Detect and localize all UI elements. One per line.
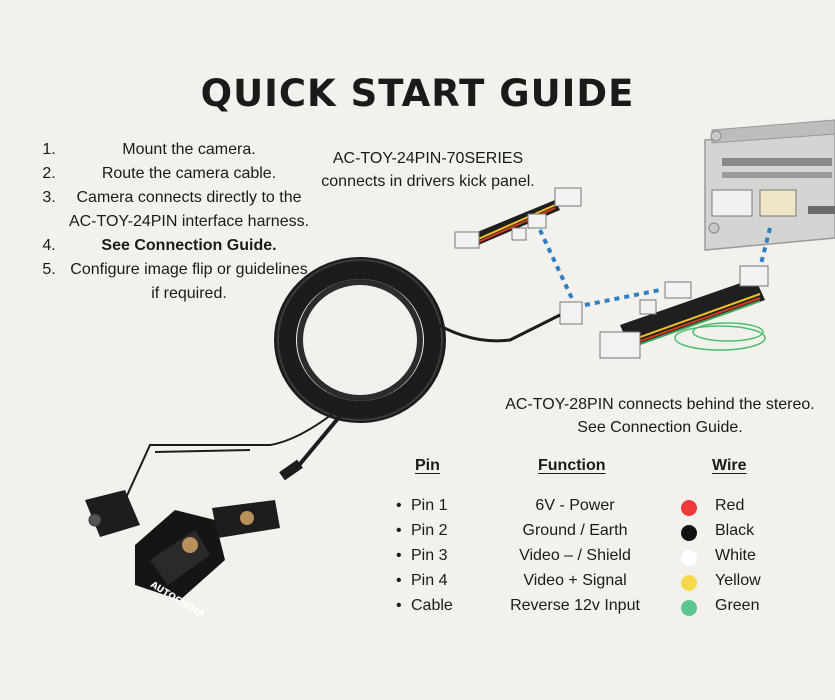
step-item: 3. Camera connects directly to the AC-TO… bbox=[30, 186, 310, 234]
wire-color-dot bbox=[681, 575, 697, 591]
step-number: 5. bbox=[42, 261, 56, 278]
function-cell: Reverse 12v Input bbox=[510, 597, 640, 614]
step-item: 2. Route the camera cable. bbox=[30, 162, 310, 186]
step-number: 1. bbox=[42, 141, 56, 158]
step-number: 3. bbox=[42, 189, 56, 206]
step-item: 1. Mount the camera. bbox=[30, 138, 310, 162]
function-cell: Video – / Shield bbox=[519, 547, 631, 564]
wire-cell: Green bbox=[715, 597, 760, 614]
table-header-pin: Pin bbox=[415, 457, 440, 474]
wire-cell: Black bbox=[715, 522, 755, 539]
table-row: • Pin 3 Video – / Shield White bbox=[390, 547, 810, 572]
harness-28pin-label: AC-TOY-28PIN connects behind the stereo.… bbox=[505, 396, 815, 436]
pin-cell: Pin 2 bbox=[411, 522, 448, 539]
wire-cell: Red bbox=[715, 497, 745, 514]
function-cell: Ground / Earth bbox=[522, 522, 628, 539]
camera-illustration: AUTOCHIMP bbox=[85, 490, 280, 621]
step-text: See Connection Guide. bbox=[101, 237, 277, 254]
step-number: 4. bbox=[42, 237, 56, 254]
pin-cell: Pin 3 bbox=[411, 547, 448, 564]
step-item: 5. Configure image flip or guidelines if… bbox=[30, 258, 310, 306]
wire-color-dot bbox=[681, 550, 697, 566]
table-row: • Pin 2 Ground / Earth Black bbox=[390, 522, 810, 547]
camera-cable-coil bbox=[124, 257, 561, 501]
stereo-unit-illustration bbox=[704, 119, 835, 251]
wire-color-dot bbox=[681, 500, 697, 516]
pin-cell: Cable bbox=[411, 597, 453, 614]
bullet-icon: • bbox=[396, 497, 402, 514]
step-item: 4. See Connection Guide. bbox=[30, 234, 310, 258]
wire-cell: White bbox=[715, 547, 756, 564]
function-cell: 6V - Power bbox=[535, 497, 615, 514]
table-header-wire: Wire bbox=[712, 457, 747, 474]
step-text: Route the camera cable. bbox=[101, 165, 277, 182]
harness-24pin-label: AC-TOY-24PIN-70SERIES connects in driver… bbox=[321, 150, 535, 190]
steps-list: 1. Mount the camera. 2. Route the camera… bbox=[30, 138, 310, 306]
harness-28pin-illustration bbox=[599, 265, 769, 359]
table-row: • Cable Reverse 12v Input Green bbox=[390, 597, 810, 622]
wire-color-dot bbox=[681, 525, 697, 541]
pin-cell: Pin 1 bbox=[411, 497, 448, 514]
table-header-function: Function bbox=[538, 457, 606, 474]
step-text: Mount the camera. bbox=[122, 141, 256, 158]
pin-cell: Pin 4 bbox=[411, 572, 448, 589]
harness-24pin-illustration bbox=[454, 187, 583, 325]
bullet-icon: • bbox=[396, 522, 402, 539]
wire-color-dot bbox=[681, 600, 697, 616]
bullet-icon: • bbox=[396, 547, 402, 564]
table-row: • Pin 4 Video + Signal Yellow bbox=[390, 572, 810, 597]
wire-cell: Yellow bbox=[715, 572, 761, 589]
step-number: 2. bbox=[42, 165, 56, 182]
step-text: Camera connects directly to the AC-TOY-2… bbox=[68, 189, 310, 230]
connection-lines bbox=[538, 227, 772, 307]
table-row: • Pin 1 6V - Power Red bbox=[390, 497, 810, 522]
step-text: Configure image flip or guidelines if re… bbox=[70, 261, 308, 302]
bullet-icon: • bbox=[396, 597, 402, 614]
pinout-table: • Pin 1 6V - Power Red • Pin 2 Ground / … bbox=[390, 497, 810, 622]
function-cell: Video + Signal bbox=[523, 572, 627, 589]
page-title: QUICK START GUIDE bbox=[200, 72, 635, 115]
bullet-icon: • bbox=[396, 572, 402, 589]
